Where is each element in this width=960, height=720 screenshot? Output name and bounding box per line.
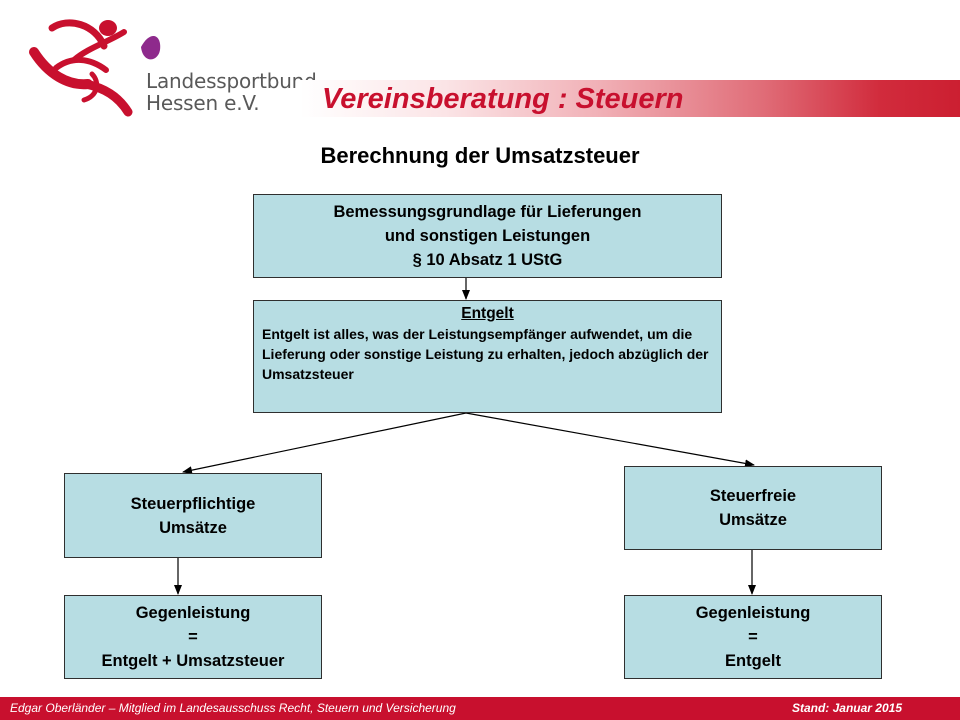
consideration-taxable-line-1: Gegenleistung (135, 604, 251, 622)
arrow-entgelt-to-exempt (465, 412, 755, 468)
org-name-line-1: Landessportbund (146, 69, 317, 93)
taxable-sales-line-2: Umsätze (159, 518, 227, 537)
tax-exempt-sales-line-2: Umsätze (719, 511, 787, 529)
assessment-basis-line-1: Bemessungsgrundlage für Lieferungen (333, 203, 642, 221)
consideration-taxable-box: Gegenleistung = Entgelt + Umsatzsteuer (64, 595, 322, 679)
entgelt-heading: Entgelt (461, 305, 514, 322)
consideration-exempt-line-3: Entgelt (725, 652, 781, 670)
diagram-heading: Berechnung der Umsatzsteuer (320, 143, 640, 168)
consideration-exempt-line-2: = (748, 628, 758, 646)
org-name-line-2: Hessen e.V. (146, 91, 260, 115)
footer-bar: Edgar Oberländer – Mitglied im Landesaus… (0, 697, 960, 720)
page-title: Vereinsberatung : Steuern (322, 83, 684, 115)
tax-exempt-sales-box: Steuerfreie Umsätze (624, 466, 882, 550)
entgelt-definition: Entgelt ist alles, was der Leistungsempf… (262, 326, 709, 382)
taxable-sales-line-1: Steuerpflichtige (130, 494, 256, 513)
assessment-basis-line-2: und sonstigen Leistungen (384, 227, 591, 245)
running-figure-logo-icon (29, 19, 161, 117)
consideration-taxable-line-3: Entgelt + Umsatzsteuer (101, 652, 285, 670)
consideration-exempt-box: Gegenleistung = Entgelt (624, 595, 882, 679)
assessment-basis-line-3: § 10 Absatz 1 UStG (412, 251, 563, 269)
footer-status: Stand: Januar 2015 (791, 701, 902, 715)
entgelt-box: Entgelt Entgelt ist alles, was der Leist… (253, 300, 722, 413)
footer-author: Edgar Oberländer – Mitglied im Landesaus… (10, 701, 456, 715)
tax-exempt-sales-line-1: Steuerfreie (709, 487, 797, 505)
assessment-basis-box: Bemessungsgrundlage für Lieferungen und … (253, 194, 722, 278)
consideration-exempt-line-1: Gegenleistung (695, 604, 811, 622)
title-band (300, 80, 960, 117)
consideration-taxable-line-2: = (188, 628, 198, 646)
arrow-entgelt-to-taxable (182, 412, 467, 475)
taxable-sales-box: Steuerpflichtige Umsätze (64, 473, 322, 558)
